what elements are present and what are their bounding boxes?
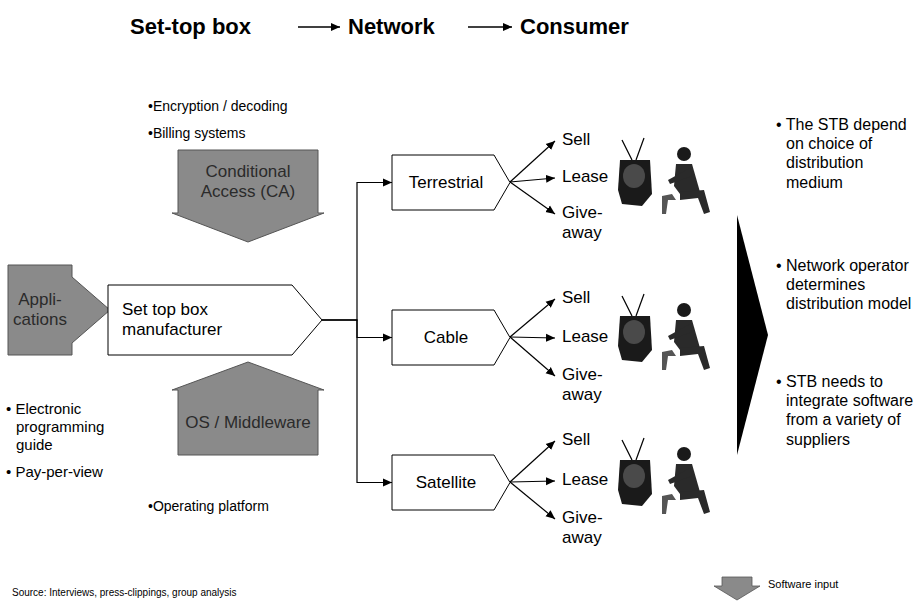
source-note: Source: Interviews, press-clippings, gro…	[12, 587, 237, 599]
software-input-arrow: Conditional Access (CA)	[172, 150, 324, 242]
bullet-note: • The STB depend on choice of distributi…	[776, 115, 916, 192]
distribution-option: Sell	[562, 288, 614, 308]
bullet-note: •Operating platform	[148, 498, 269, 515]
text-area: Appli- cations	[10, 267, 70, 353]
network-box: Terrestrial	[392, 155, 510, 210]
bullet-note: • STB needs to integrate software from a…	[776, 372, 916, 449]
text-area: Conditional Access (CA)	[180, 152, 316, 211]
bullet-note: •Encryption / decoding	[148, 98, 288, 115]
column-heading: Set-top box	[130, 14, 251, 40]
node-text: Terrestrial	[409, 173, 484, 193]
text-area: Cable	[398, 312, 494, 363]
distribution-option: Give- away	[562, 203, 614, 244]
distribution-option: Sell	[562, 130, 614, 150]
distribution-option: Give- away	[562, 508, 614, 549]
text-area: Terrestrial	[398, 157, 494, 208]
node-text: Cable	[424, 328, 468, 348]
node-outline	[172, 362, 324, 455]
distribution-option: Lease	[562, 327, 614, 347]
node-text: Appli- cations	[10, 290, 70, 329]
bullet-note: • Pay-per-view	[6, 463, 116, 481]
software-input-arrow: OS / Middleware	[172, 362, 324, 455]
software-input-arrow: Appli- cations	[8, 265, 110, 355]
bullet-note: • Electronic programming guide	[6, 400, 114, 454]
node-text: Conditional Access (CA)	[180, 162, 316, 201]
connector	[322, 183, 392, 321]
node-text: OS / Middleware	[185, 413, 311, 433]
distribution-option: Sell	[562, 430, 614, 450]
network-box: Cable	[392, 310, 510, 365]
distribution-option: Give- away	[562, 365, 614, 406]
connector	[322, 320, 392, 483]
legend-sample	[714, 577, 760, 600]
legend-text: Software input	[768, 578, 838, 590]
text-area: Satellite	[398, 457, 494, 508]
distribution-option: Lease	[562, 167, 614, 187]
node-text: Satellite	[416, 473, 476, 493]
text-area: OS / Middleware	[180, 392, 316, 453]
node-text: Set top box manufacturer	[122, 300, 292, 339]
bullet-note: •Billing systems	[148, 125, 245, 142]
network-box: Satellite	[392, 455, 510, 510]
text-area: Set top box manufacturer	[114, 287, 292, 353]
process-box: Set top box manufacturer	[108, 285, 322, 355]
column-heading: Network	[348, 14, 435, 40]
bullet-note: • Network operator determines distributi…	[776, 256, 916, 314]
distribution-option: Lease	[562, 470, 614, 490]
column-heading: Consumer	[520, 14, 629, 40]
